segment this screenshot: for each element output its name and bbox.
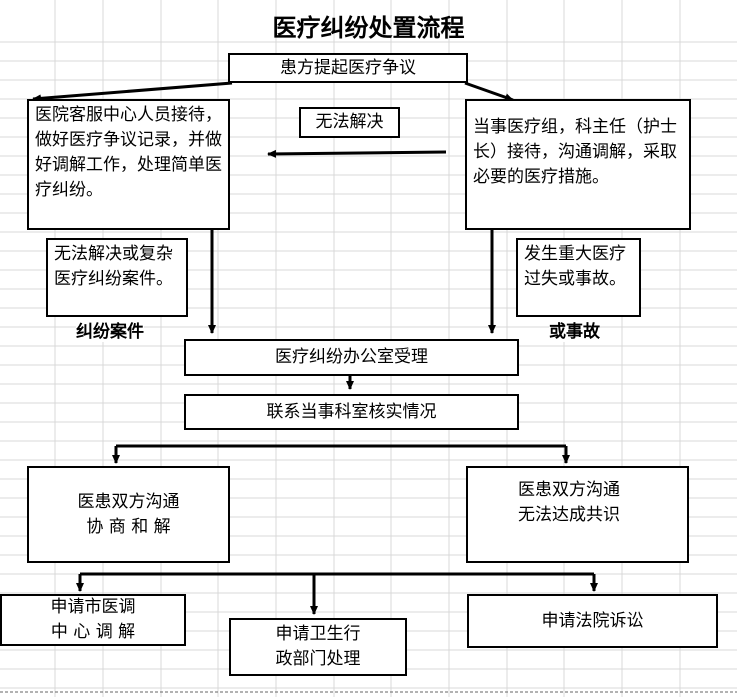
page-title: 医疗纠纷处置流程 <box>272 13 465 42</box>
node-department: 当事医疗组，科主任（护士长）接待，沟通调解，采取必要的医疗措施。 <box>465 99 691 230</box>
node-verify: 联系当事科室核实情况 <box>184 394 519 430</box>
node-right-note: 发生重大医疗过失或事故。 <box>516 238 641 317</box>
node-health-dept-line2: 政部门处理 <box>275 649 361 669</box>
node-mediation-line1: 申请市医调 <box>50 597 136 617</box>
label-dispute-case: 纠纷案件 <box>76 317 144 342</box>
arrow-start-to-left <box>32 81 233 103</box>
node-health-dept: 申请卫生行 政部门处理 <box>229 618 407 676</box>
node-lawsuit: 申请法院诉讼 <box>467 594 718 648</box>
node-mediation-line2: 中 心 调 解 <box>50 622 136 642</box>
node-negotiate-line2: 协 商 和 解 <box>86 516 171 537</box>
node-customer-service: 医院客服中心人员接待，做好医疗争议记录，并做好调解工作，处理简单医疗纠纷。 <box>27 99 230 230</box>
node-left-note: 无法解决或复杂医疗纠纷案件。 <box>46 238 188 317</box>
label-or-accident: 或事故 <box>549 317 600 342</box>
arrow-right-to-left <box>267 149 447 158</box>
node-start: 患方提起医疗争议 <box>228 53 468 83</box>
node-negotiate-line1: 医患双方沟通 <box>77 491 180 512</box>
arrow-start-to-right <box>464 81 514 102</box>
node-unresolved: 无法解决 <box>299 107 400 138</box>
node-no-consensus: 医患双方沟通无法达成共识 <box>466 466 689 563</box>
node-health-dept-line1: 申请卫生行 <box>275 624 361 644</box>
node-mediation: 申请市医调 中 心 调 解 <box>0 594 186 646</box>
node-negotiate: 医患双方沟通 协 商 和 解 <box>27 466 230 563</box>
node-office-accept: 医疗纠纷办公室受理 <box>184 339 519 376</box>
